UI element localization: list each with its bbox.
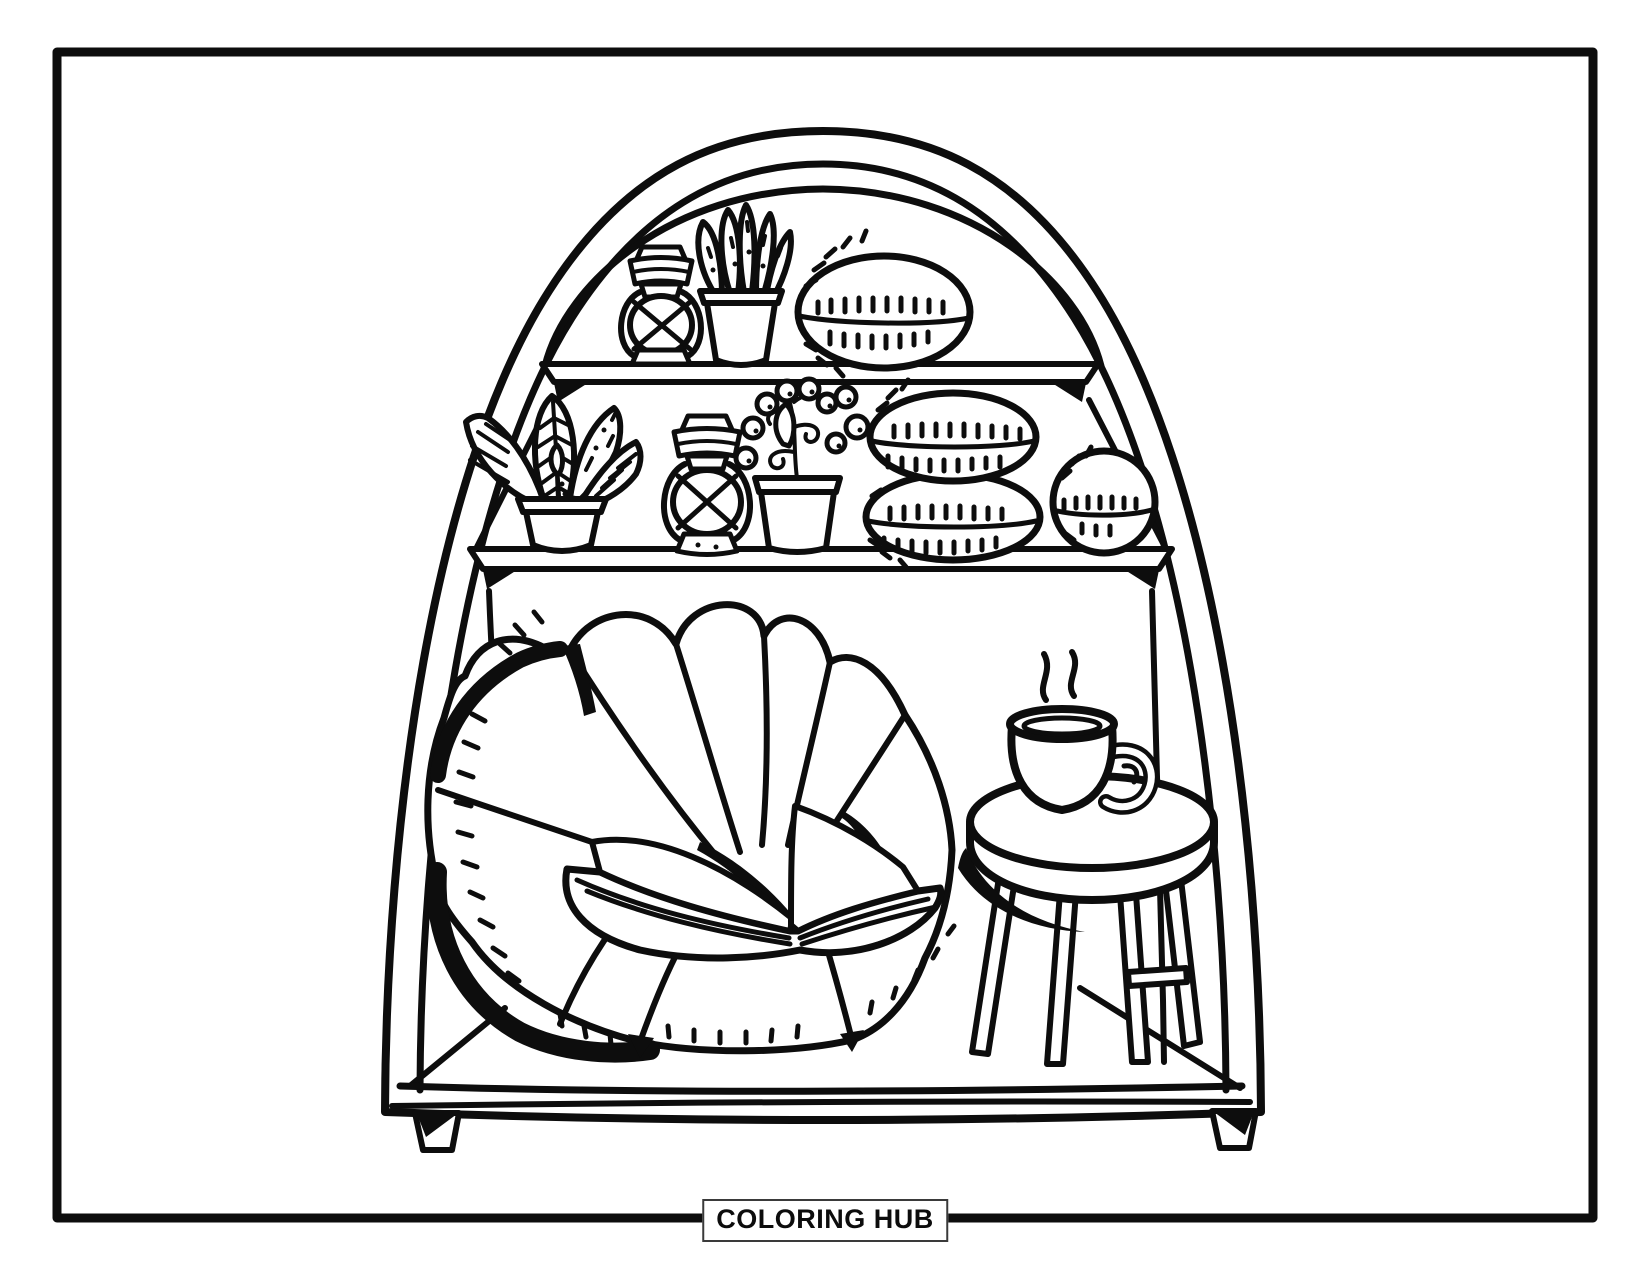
leaf [736, 202, 758, 295]
middle-shelf-bracket-right [1125, 570, 1159, 589]
cabinet-inner-arch [541, 185, 1105, 370]
bean-bag-shadow-bottom-left [426, 862, 660, 1063]
base-dot [695, 542, 701, 548]
cabinet-feet [412, 1108, 1259, 1153]
lantern-cross [631, 299, 693, 352]
potted-plant-top [695, 202, 794, 368]
leaf-dashes [584, 410, 618, 472]
bean-bag-notch-top [562, 644, 596, 716]
book-right-page [788, 803, 921, 934]
lantern-neck [684, 453, 730, 472]
round-melon [1049, 444, 1159, 557]
bean-bag-notch-bottom-left [628, 1034, 654, 1058]
striped-melon-top [794, 228, 974, 379]
leaf-dot [710, 267, 716, 273]
book-spine [787, 917, 794, 934]
melon-body [1049, 447, 1159, 557]
lantern-frame-left [618, 289, 643, 359]
leafy-plant [463, 393, 644, 554]
stacked-melons [862, 377, 1044, 570]
leaf-dot [760, 263, 766, 269]
lantern-base [629, 347, 693, 367]
sprout-stem [555, 472, 560, 502]
melon-upper-ticks [875, 377, 1023, 474]
lantern-frame-right [726, 461, 754, 543]
lantern-frame-left [660, 461, 688, 543]
sprout-leaf [548, 442, 565, 477]
leaf-dot [746, 249, 752, 255]
melon-lower-midline [865, 518, 1039, 530]
middle-shelf-bracket-left [483, 570, 517, 589]
lantern-base [674, 531, 740, 557]
leaf-marks [706, 220, 783, 259]
melon-midline [1050, 506, 1158, 518]
steam-lines [1039, 649, 1079, 703]
leaf-stripes [468, 422, 512, 484]
lantern-cross [675, 473, 739, 531]
pot-body [523, 509, 601, 554]
cabinet-mid-arch [416, 160, 1230, 1094]
melon-upper [866, 389, 1040, 485]
floor-diagonal-right [1077, 985, 1243, 1091]
lantern-collar-line [676, 439, 738, 446]
mug-handle-curl [1121, 763, 1140, 785]
leaf-dot [601, 427, 607, 433]
leaf-striped-right [579, 439, 644, 507]
stool-stretcher [1125, 965, 1190, 989]
coffee-mug [1006, 649, 1160, 815]
melon-ticks [803, 228, 946, 379]
melon-upper-midline [869, 438, 1037, 450]
oil-lantern-top [618, 244, 704, 367]
melon-midline [796, 313, 972, 326]
pot-body [758, 489, 837, 555]
open-book [562, 803, 945, 962]
berry-plant [733, 376, 871, 555]
mug-coffee [1021, 715, 1103, 737]
stool-shadow [958, 848, 1085, 932]
mug-handle-inner [1102, 746, 1155, 811]
bean-bag-notch-bottom-right [840, 1030, 864, 1052]
berry-leaf [773, 401, 797, 449]
brand-label-box: COLORING HUB [702, 1199, 948, 1242]
sprout-dot [562, 491, 568, 497]
top-shelf-board [539, 361, 1101, 385]
top-shelf-bracket-left [554, 383, 588, 402]
base-dot [713, 544, 719, 550]
pot-body [704, 300, 778, 368]
bean-bag-ticks [453, 609, 957, 1048]
melon-lower-ticks [867, 487, 1005, 570]
foot-left-shadow [417, 1114, 457, 1137]
sprout-dot [559, 481, 565, 487]
floor-line [396, 1082, 1246, 1095]
book-page-edges [574, 877, 939, 947]
melon-ticks [1059, 444, 1139, 543]
leaf-dot [593, 445, 599, 451]
foot-right-shadow [1214, 1112, 1254, 1135]
leaf-dot [732, 261, 738, 267]
leaf-stripes [594, 452, 638, 498]
base-line [389, 1098, 1253, 1109]
bean-bag-shadow-top-left [430, 641, 568, 783]
floor [389, 985, 1253, 1109]
lantern-frame-right [679, 289, 704, 359]
mug-body [1007, 722, 1117, 814]
berries [733, 376, 871, 471]
top-shelf-bracket-right [1052, 383, 1086, 402]
brand-label: COLORING HUB [716, 1204, 934, 1234]
bean-bag-seams [435, 633, 908, 1045]
leaf [763, 229, 794, 299]
oil-lantern-middle [660, 413, 754, 557]
leaf [695, 219, 725, 299]
lantern-collar-line [631, 267, 691, 274]
